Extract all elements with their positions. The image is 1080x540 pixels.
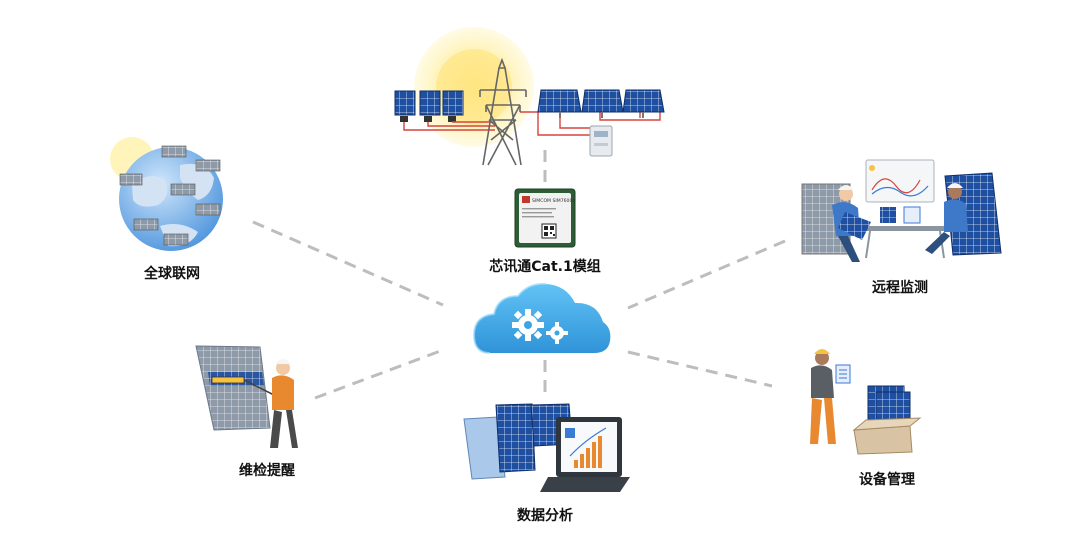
inverter-icon bbox=[590, 126, 612, 156]
monitoring-workers-icon bbox=[802, 160, 1001, 262]
node-label-global: 全球联网 bbox=[143, 265, 200, 282]
gear-icon bbox=[512, 309, 544, 341]
connector-maintenance bbox=[315, 350, 443, 398]
connector-remote bbox=[628, 241, 785, 308]
node-label-maintenance: 维检提醒 bbox=[239, 462, 295, 479]
chip-model-text: SIMCOM SIM7600X bbox=[532, 198, 576, 204]
solar-grid-tower-icon bbox=[395, 27, 664, 165]
qr-code-icon bbox=[542, 224, 556, 238]
laptop-chart-icon bbox=[464, 404, 630, 492]
cellular-module-icon: SIMCOM SIM7600X bbox=[515, 189, 576, 247]
cloud-gear-icon bbox=[474, 284, 610, 353]
node-label-remote: 远程监测 bbox=[872, 279, 928, 296]
inventory-worker-icon bbox=[810, 349, 920, 454]
left-panels-icon bbox=[395, 91, 463, 122]
node-label-analysis: 数据分析 bbox=[517, 507, 573, 524]
right-panels-icon bbox=[538, 90, 664, 118]
connector-global bbox=[253, 222, 443, 305]
connector-device bbox=[628, 352, 772, 386]
panel-cleaning-worker-icon bbox=[196, 346, 298, 448]
module-label: 芯讯通Cat.1模组 bbox=[489, 258, 600, 275]
node-label-device: 设备管理 bbox=[859, 471, 915, 488]
globe-solar-icon bbox=[110, 137, 223, 251]
